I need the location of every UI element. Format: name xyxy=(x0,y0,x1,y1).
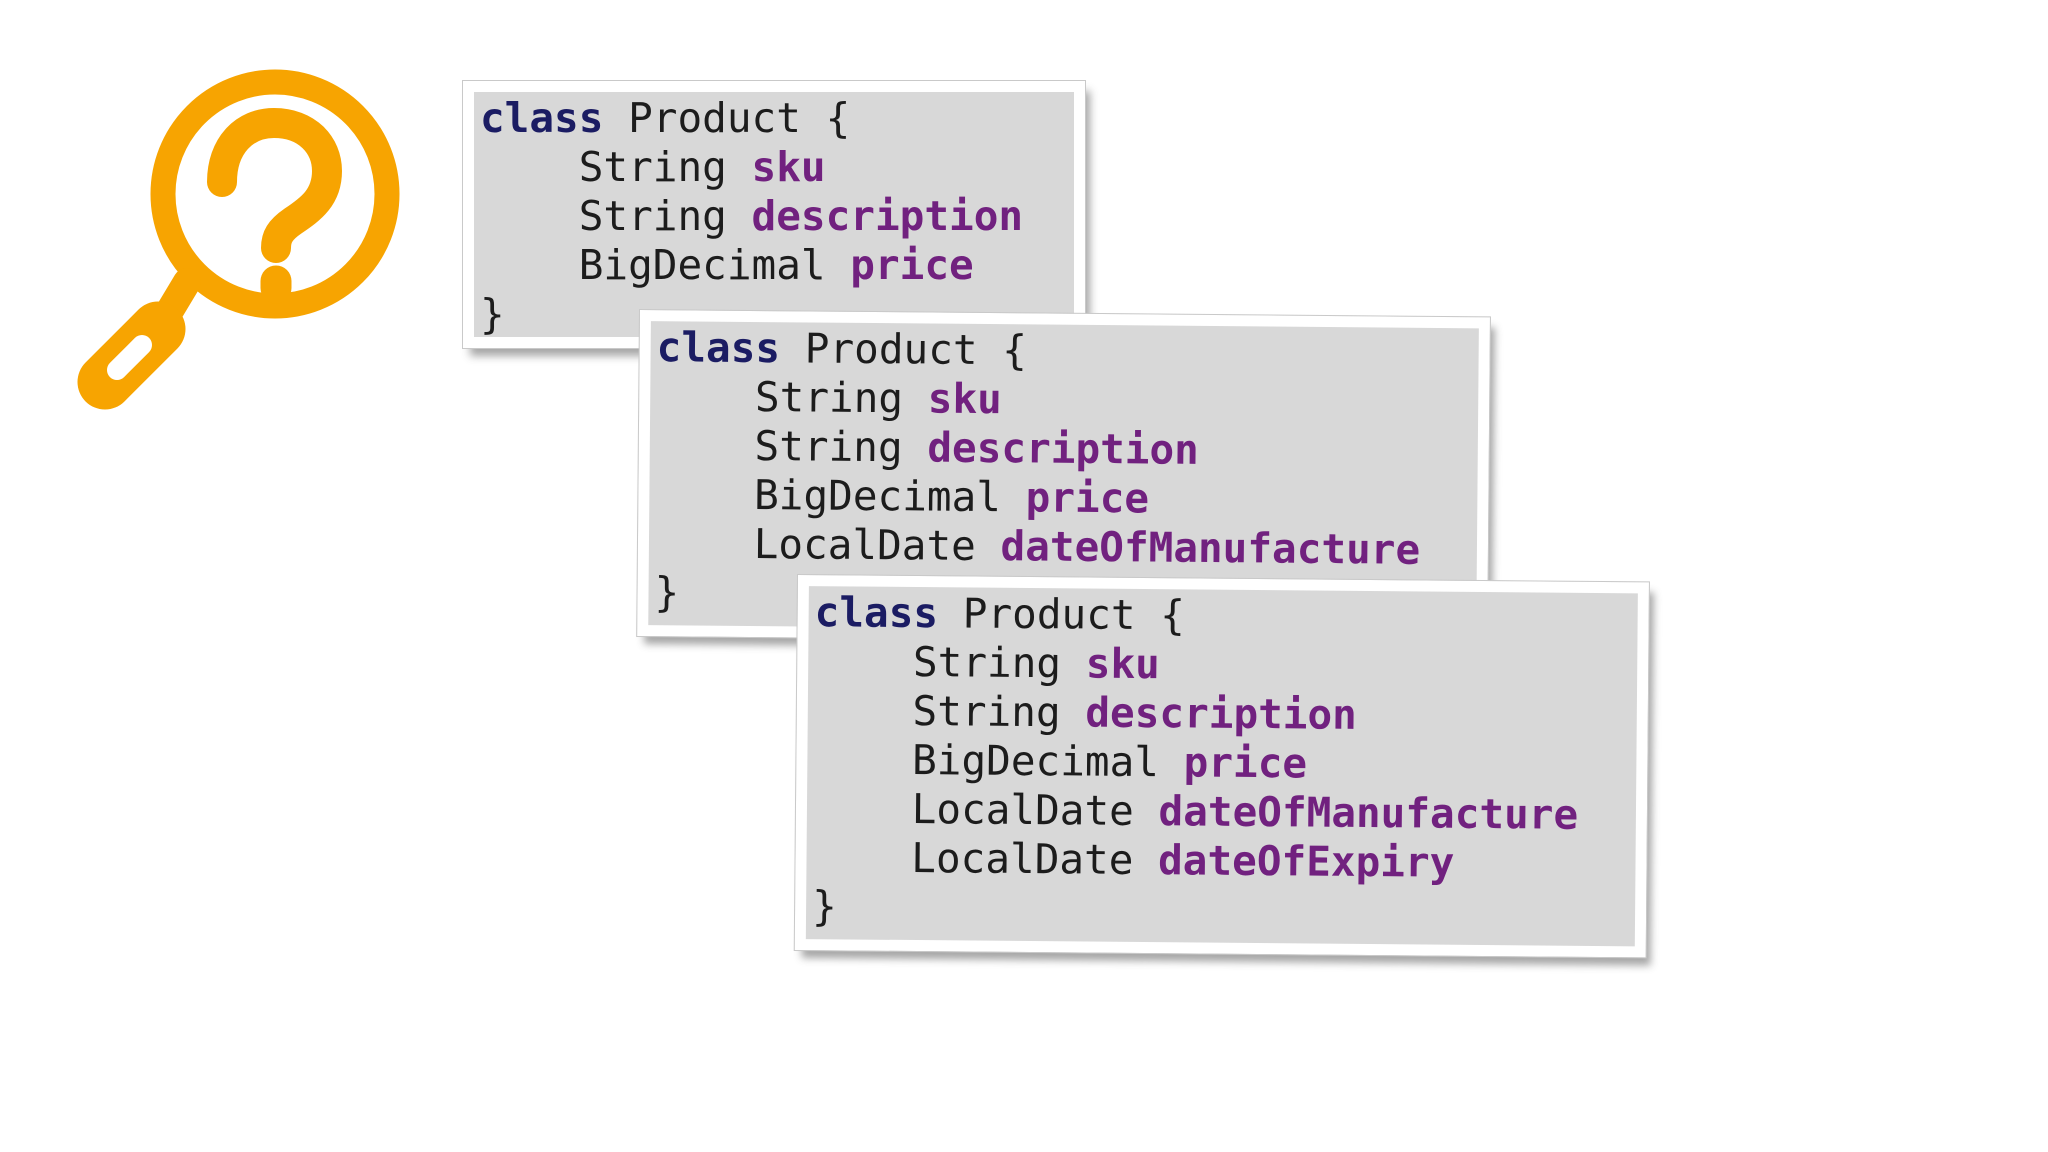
code-token-pl: LocalDate xyxy=(812,833,1159,885)
code-token-pl: } xyxy=(654,568,680,617)
code-token-pl: BigDecimal xyxy=(480,241,851,289)
code-line: String description xyxy=(656,421,1472,477)
code-token-pl: String xyxy=(814,637,1086,688)
code-token-pl: BigDecimal xyxy=(813,735,1184,787)
code-token-fld: sku xyxy=(751,143,826,191)
code-token-fld: sku xyxy=(1085,639,1161,689)
code-token-fld: price xyxy=(1183,738,1308,788)
code-token-pl: Product { xyxy=(603,94,851,142)
code-line: class Product { xyxy=(656,323,1472,379)
code-token-pl: Product { xyxy=(937,589,1186,640)
code-token-fld: description xyxy=(751,192,1024,240)
code-token-pl: String xyxy=(655,421,928,472)
code-token-fld: description xyxy=(1085,688,1358,739)
code-token-pl: LocalDate xyxy=(654,519,1001,571)
code-token-pl: String xyxy=(480,192,752,240)
code-line: String sku xyxy=(480,143,1068,192)
code-token-fld: dateOfManufacture xyxy=(1000,522,1421,574)
code-token-pl: BigDecimal xyxy=(655,470,1026,522)
code-box-product-v1: class Product { String sku String descri… xyxy=(462,80,1086,349)
code-token-fld: dateOfExpiry xyxy=(1157,836,1455,887)
code-token-pl: } xyxy=(480,290,505,338)
code-token-kw: class xyxy=(814,588,939,638)
code-token-fld: dateOfManufacture xyxy=(1158,787,1579,839)
magnifier-question-icon xyxy=(77,69,400,410)
code-token-fld: description xyxy=(927,423,1200,474)
code-token-fld: price xyxy=(850,241,974,289)
code-line: String description xyxy=(480,192,1068,241)
magnifier-lens-ring xyxy=(150,69,400,319)
code-line: LocalDate dateOfExpiry xyxy=(812,833,1629,889)
code-token-pl: LocalDate xyxy=(812,784,1159,836)
question-mark-hook xyxy=(207,107,343,263)
code-line: BigDecimal price xyxy=(480,241,1068,290)
code-line: String description xyxy=(814,686,1631,742)
code-line: } xyxy=(480,290,1068,338)
code-line: BigDecimal price xyxy=(813,735,1630,791)
code-line: String sku xyxy=(656,372,1472,428)
code-line: class Product { xyxy=(480,94,1068,143)
code-line: String sku xyxy=(814,637,1631,693)
code-box-product-v3: class Product { String sku String descri… xyxy=(793,573,1650,959)
code-token-kw: class xyxy=(480,94,604,142)
code-line: LocalDate dateOfManufacture xyxy=(655,519,1471,575)
code-line: BigDecimal price xyxy=(655,470,1471,526)
code-token-kw: class xyxy=(656,323,781,373)
code-line: } xyxy=(812,882,1629,938)
code-token-pl: Product { xyxy=(779,324,1028,375)
code-token-pl: } xyxy=(811,882,838,931)
code-token-pl: String xyxy=(480,143,752,191)
code-line: LocalDate dateOfManufacture xyxy=(813,784,1630,840)
code-token-pl: String xyxy=(656,372,928,423)
magnifier-handle-slot xyxy=(107,335,152,380)
code-token-fld: sku xyxy=(927,374,1003,424)
code-token-pl: String xyxy=(813,686,1086,737)
code-line: class Product { xyxy=(814,588,1631,644)
code-token-fld: price xyxy=(1025,473,1150,523)
